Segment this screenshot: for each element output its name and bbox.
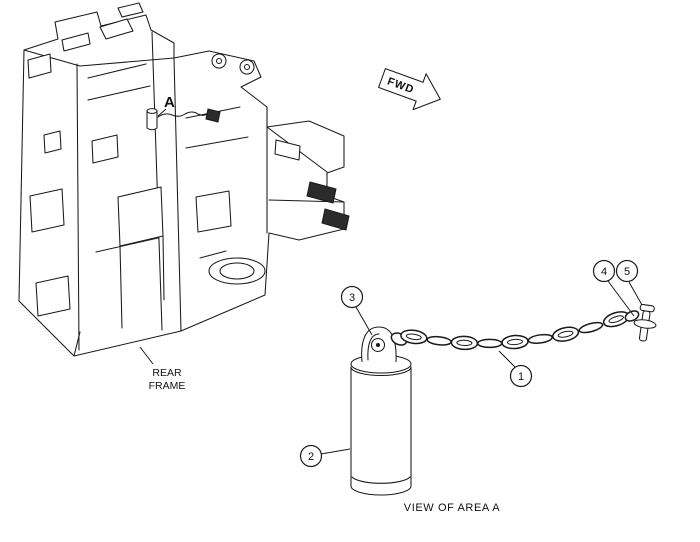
frame-cutout — [43, 130, 62, 154]
fwd-arrow: FWD — [378, 68, 441, 111]
callout-5: 5 — [615, 259, 643, 306]
callout-4-number: 4 — [601, 266, 607, 278]
fwd-arrow-icon — [378, 68, 441, 111]
callout-4: 4 — [592, 259, 635, 317]
frame-cutout — [91, 134, 119, 164]
frame-top-mount — [117, 2, 144, 18]
view-of-area-a: 1 2 3 4 5 VIEW OF AREA A — [299, 259, 657, 514]
frame-cutout — [117, 186, 164, 247]
lifting-eyes — [211, 53, 255, 75]
rear-frame-label: REAR FRAME — [139, 346, 186, 392]
callout-5-number: 5 — [624, 266, 630, 278]
callout-2: 2 — [299, 444, 351, 468]
area-a-label: A — [164, 94, 175, 111]
frame-top-mount — [99, 18, 134, 40]
callout-1: 1 — [498, 350, 533, 388]
retainer-clip — [306, 181, 337, 204]
callout-3: 3 — [340, 285, 373, 336]
pivot-bore — [208, 257, 266, 285]
rear-frame-label-line2: FRAME — [149, 380, 186, 392]
detail-pin-and-washer — [633, 304, 657, 342]
detail-chain — [400, 310, 640, 351]
detail-pin-cylinder — [350, 354, 412, 496]
rear-frame-drawing — [18, 2, 350, 357]
callout-2-number: 2 — [308, 451, 314, 463]
rear-frame-label-line1: REAR — [152, 367, 182, 379]
frame-cutout — [27, 53, 52, 79]
rear-frame-leader — [139, 346, 154, 365]
pin-head — [639, 304, 655, 313]
frame-cutout — [195, 190, 232, 233]
detail-bracket — [361, 326, 408, 363]
frame-top-mount — [61, 32, 91, 52]
frame-cutout — [29, 188, 65, 233]
callout-3-number: 3 — [349, 292, 355, 304]
frame-plate — [274, 139, 301, 161]
callout-1-number: 1 — [518, 371, 524, 383]
view-caption: VIEW OF AREA A — [404, 502, 500, 514]
retainer-clip — [321, 208, 350, 231]
frame-cutout — [35, 275, 71, 317]
area-a-leader — [157, 108, 167, 117]
frame-edges — [23, 31, 182, 351]
area-a-pin-assembly — [146, 108, 221, 131]
washer — [633, 319, 657, 329]
